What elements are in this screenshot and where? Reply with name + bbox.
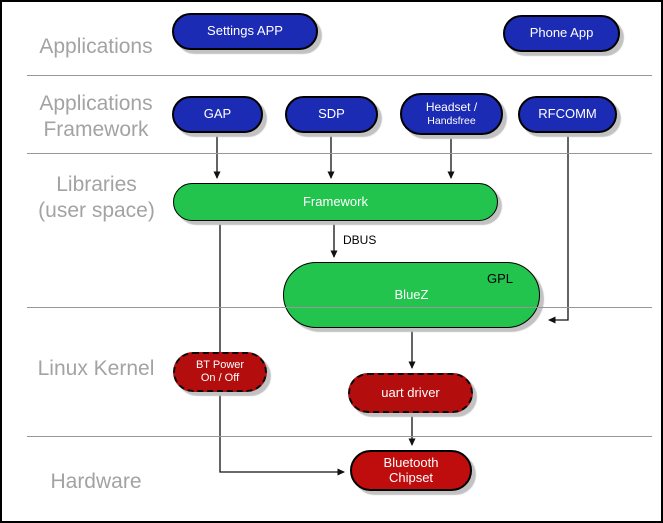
layer-label-line: (user space) [38,199,155,222]
node-label: Phone App [529,25,594,41]
node-rfcomm: RFCOMM [518,96,617,133]
layer-label-line: Libraries [56,173,137,196]
arrow-framework-to-chipset [219,221,345,476]
node-label-line: On / Off [200,372,240,384]
node-gap: GAP [172,96,263,133]
layer-divider-framework [27,153,652,154]
layer-divider-applications [27,75,652,76]
layer-label-line: Linux Kernel [37,357,155,380]
node-bluez: GPL BlueZ [283,262,540,328]
node-label: SDP [318,106,345,122]
layer-label-line: Applications [39,92,153,115]
node-label: BlueZ [394,286,429,302]
node-headset-handsfree: Headset / Handsfree [400,93,503,135]
layer-label-libraries: Libraries (user space) [14,172,179,224]
layer-label-line: Applications [39,35,153,58]
node-label-line: Bluetooth [383,454,439,470]
arrow-rfcomm-to-bluez [548,133,569,324]
layer-label-hardware: Hardware [20,469,172,495]
node-label-line: Headset / [425,100,478,115]
layer-label-line: Framework [43,118,149,141]
node-label: GAP [203,106,232,122]
node-phone-app: Phone App [503,15,620,52]
node-bt-power: BT Power On / Off [173,352,267,392]
node-settings-app: Settings APP [172,13,318,50]
node-label-line: Handsfree [427,114,476,127]
node-label: uart driver [381,384,440,400]
node-bluetooth-chipset: Bluetooth Chipset [350,450,472,491]
dbus-label: DBUS [343,233,377,247]
layer-label-applications: Applications [20,34,172,60]
node-framework: Framework [173,183,498,221]
node-label: RFCOMM [538,106,597,122]
node-label: Settings APP [207,23,283,39]
node-uart-driver: uart driver [348,373,473,413]
layer-label-linux-kernel: Linux Kernel [20,356,172,382]
node-label-line: BT Power [195,359,245,372]
node-sdp: SDP [285,96,378,133]
node-label-line: Chipset [388,469,434,485]
node-label: Framework [302,193,368,209]
gpl-license-badge: GPL [486,271,513,286]
layer-divider-libraries-kernel [27,307,652,308]
layer-divider-kernel-hardware [27,436,652,437]
layer-label-applications-framework: Applications Framework [20,91,172,143]
layer-label-line: Hardware [50,470,142,493]
